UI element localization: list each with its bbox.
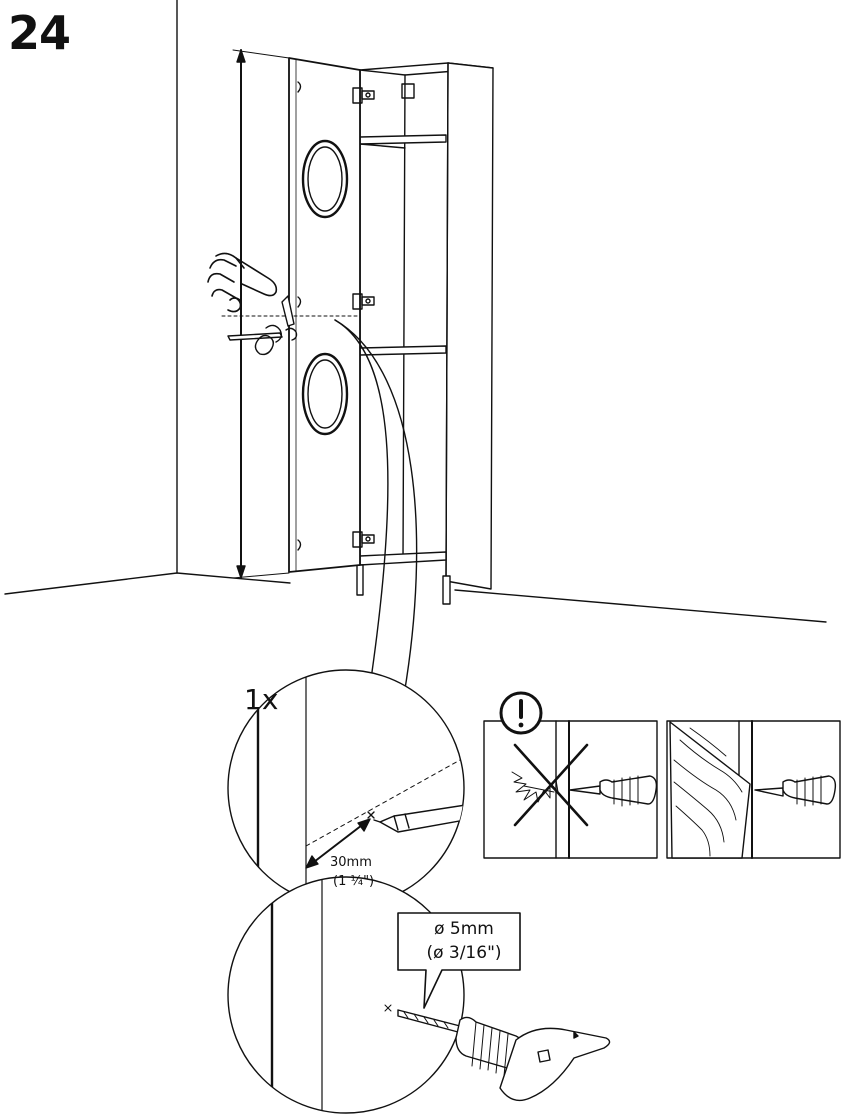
room-lines <box>4 0 827 623</box>
warning-panel-wrong <box>483 720 658 859</box>
marking-guide <box>221 295 361 356</box>
hinge-top <box>352 87 375 104</box>
drill-bit-mm-label: ø 5mm <box>434 919 494 939</box>
hinge-bottom <box>352 531 375 548</box>
warning-panel-correct <box>666 720 841 859</box>
quantity-label: 1x <box>244 683 279 716</box>
drill-bit-inch-label: (ø 3/16") <box>426 943 502 963</box>
distance-mm-label: 30mm <box>330 855 372 870</box>
drill-icon <box>384 1004 611 1102</box>
step-number: 24 <box>8 6 71 60</box>
cabinet <box>356 62 494 605</box>
detail-circle-marking <box>227 669 465 907</box>
cabinet-door <box>288 57 361 573</box>
exclamation-icon <box>499 691 543 735</box>
height-dimension <box>232 49 290 579</box>
drill-bit-bubble <box>397 912 521 1009</box>
zoom-callout <box>334 319 418 696</box>
distance-inch-label: (1 ¼") <box>333 874 375 889</box>
pointing-hand-icon <box>207 252 278 313</box>
hinge-middle <box>352 293 375 310</box>
hinges <box>352 87 375 548</box>
